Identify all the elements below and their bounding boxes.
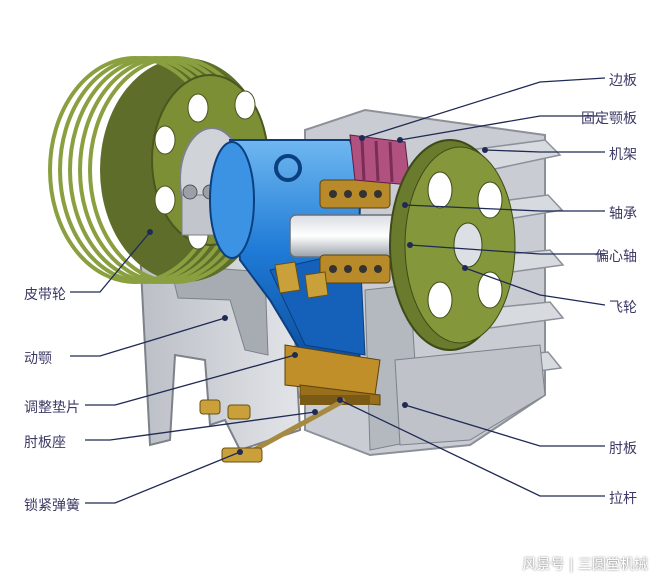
label-eccentric-shaft: 偏心轴 (595, 249, 637, 265)
label-moving-jaw: 动颚 (24, 351, 52, 367)
label-tension-rod: 拉杆 (609, 491, 637, 507)
label-fixed-jaw-plate: 固定颚板 (581, 111, 637, 127)
label-belt-pulley: 皮带轮 (24, 287, 66, 303)
label-adjusting-shim: 调整垫片 (24, 400, 80, 416)
label-locking-spring: 锁紧弹簧 (24, 498, 80, 514)
leader-dots (147, 135, 488, 455)
label-toggle-plate: 肘板 (609, 441, 637, 457)
flywheel (389, 139, 516, 351)
label-frame: 机架 (609, 147, 637, 163)
label-bearing: 轴承 (609, 206, 637, 222)
leader-lines (70, 77, 606, 504)
watermark: 风景号 | 三圆堂机械 (522, 557, 648, 573)
label-toggle-seat: 肘板座 (24, 435, 66, 451)
bearings (319, 179, 391, 284)
label-flywheel: 飞轮 (609, 300, 637, 316)
label-side-plate: 边板 (609, 73, 637, 89)
toggle-mechanism (199, 261, 381, 463)
